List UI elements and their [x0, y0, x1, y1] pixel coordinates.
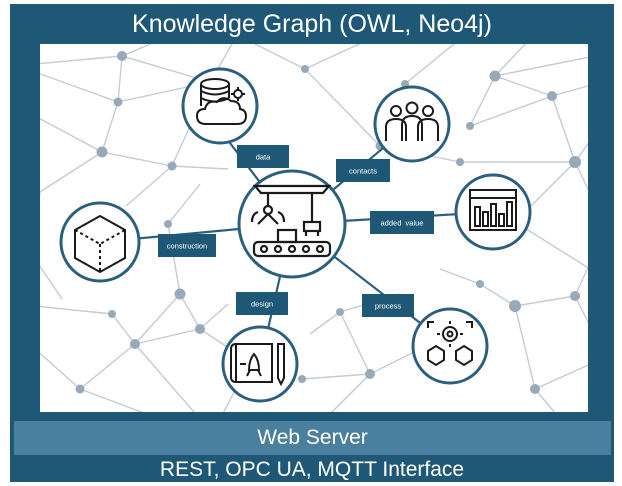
- relation-label-data: data: [237, 145, 289, 168]
- relation-label-contacts: contacts: [336, 159, 390, 182]
- relation-label-added-value-text: added value: [381, 219, 424, 228]
- database-cloud-gear-icon: [195, 78, 248, 125]
- factory-robot-icon: [250, 184, 332, 258]
- page-title: Knowledge Graph (OWL, Neo4j): [132, 10, 492, 38]
- blueprint-icon: [230, 343, 285, 387]
- process-gears-icon: [427, 321, 473, 367]
- node-data[interactable]: [181, 67, 259, 145]
- relation-label-process-text: process: [375, 302, 402, 311]
- relation-label-data-text: data: [256, 153, 271, 162]
- relation-label-added-value: added value: [370, 211, 434, 234]
- node-construction[interactable]: [59, 201, 141, 283]
- knowledge-graph-diagram: data contacts added value process design…: [40, 44, 588, 412]
- relation-label-design: design: [236, 292, 288, 315]
- relation-label-design-text: design: [251, 300, 273, 309]
- people-group-icon: [385, 101, 439, 141]
- cube-3d-icon: [74, 214, 126, 274]
- node-process[interactable]: [411, 307, 489, 385]
- relation-label-construction: construction: [158, 234, 216, 257]
- relation-label-construction-text: construction: [167, 242, 207, 251]
- node-contacts[interactable]: [373, 85, 451, 163]
- node-design[interactable]: [221, 325, 299, 403]
- central-node-manufacturing[interactable]: [237, 169, 347, 279]
- bar-chart-window-icon: [469, 189, 517, 231]
- node-added-value[interactable]: [454, 173, 532, 251]
- relation-label-process: process: [362, 294, 414, 317]
- relation-label-contacts-text: contacts: [349, 167, 377, 176]
- interface-band: REST, OPC UA, MQTT Interface: [159, 458, 465, 481]
- web-server-band: Web Server: [14, 421, 611, 455]
